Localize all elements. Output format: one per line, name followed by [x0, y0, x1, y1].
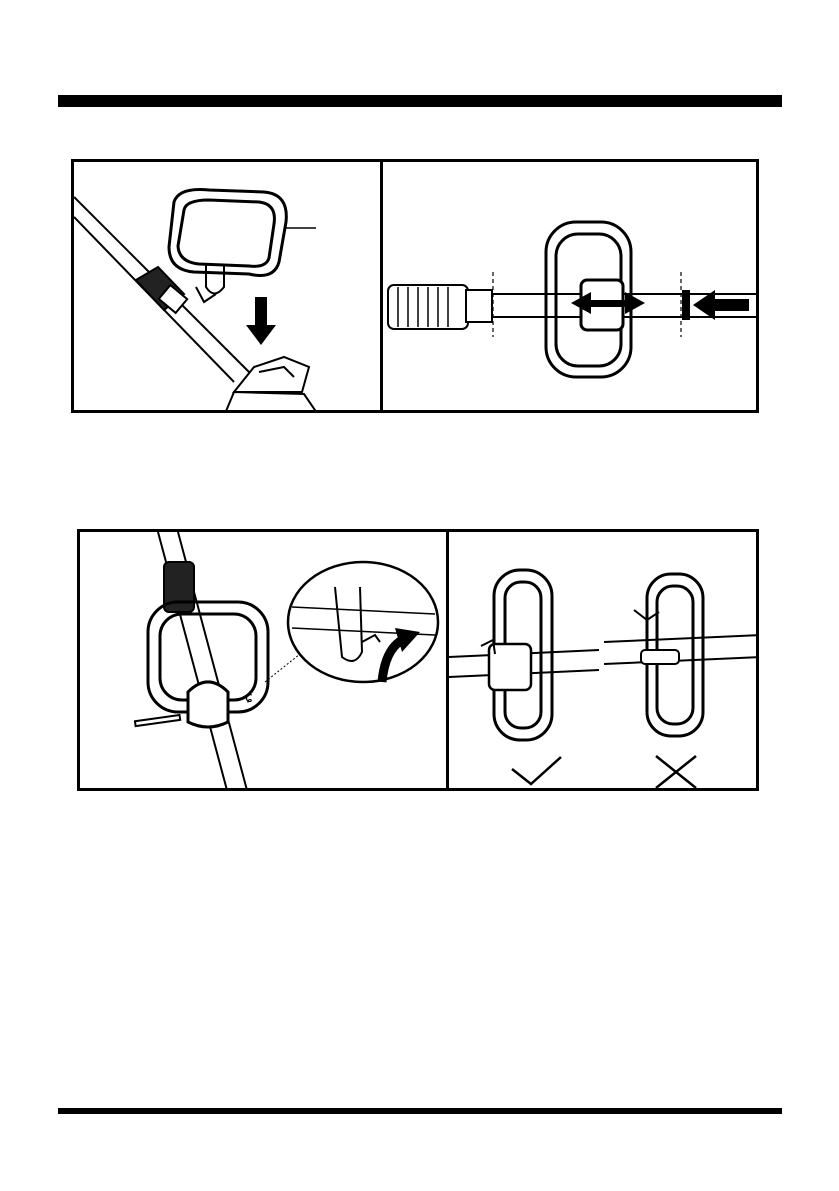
header-rule: [58, 95, 782, 107]
loop-handle-icon: [148, 602, 268, 727]
figure-bottom-left-panel: ɕ: [77, 529, 450, 791]
grip-icon: [388, 285, 492, 329]
detail-magnifier: [288, 562, 438, 682]
handle-placement-illustration: [74, 162, 384, 413]
footer-rule: [58, 1108, 782, 1114]
figure-top-left-panel: [71, 159, 384, 413]
end-stop-icon: [682, 290, 690, 320]
orientation-comparison-illustration: [449, 532, 759, 791]
check-mark-icon: [512, 757, 561, 784]
down-arrow-icon: [246, 297, 276, 345]
figure-bottom-right-panel: [446, 529, 759, 791]
motor-housing-icon: [224, 357, 319, 413]
bolt-icon: [135, 715, 180, 726]
handle-fastening-illustration: ɕ: [80, 532, 450, 791]
cross-mark-icon: [656, 756, 696, 788]
wing-nut-icon: ɕ: [245, 690, 253, 706]
correct-handle: [449, 570, 599, 740]
loop-handle-icon: [169, 190, 286, 303]
handle-position-illustration: [383, 162, 759, 413]
incorrect-handle: [604, 574, 759, 736]
figure-top-right-panel: [380, 159, 759, 413]
